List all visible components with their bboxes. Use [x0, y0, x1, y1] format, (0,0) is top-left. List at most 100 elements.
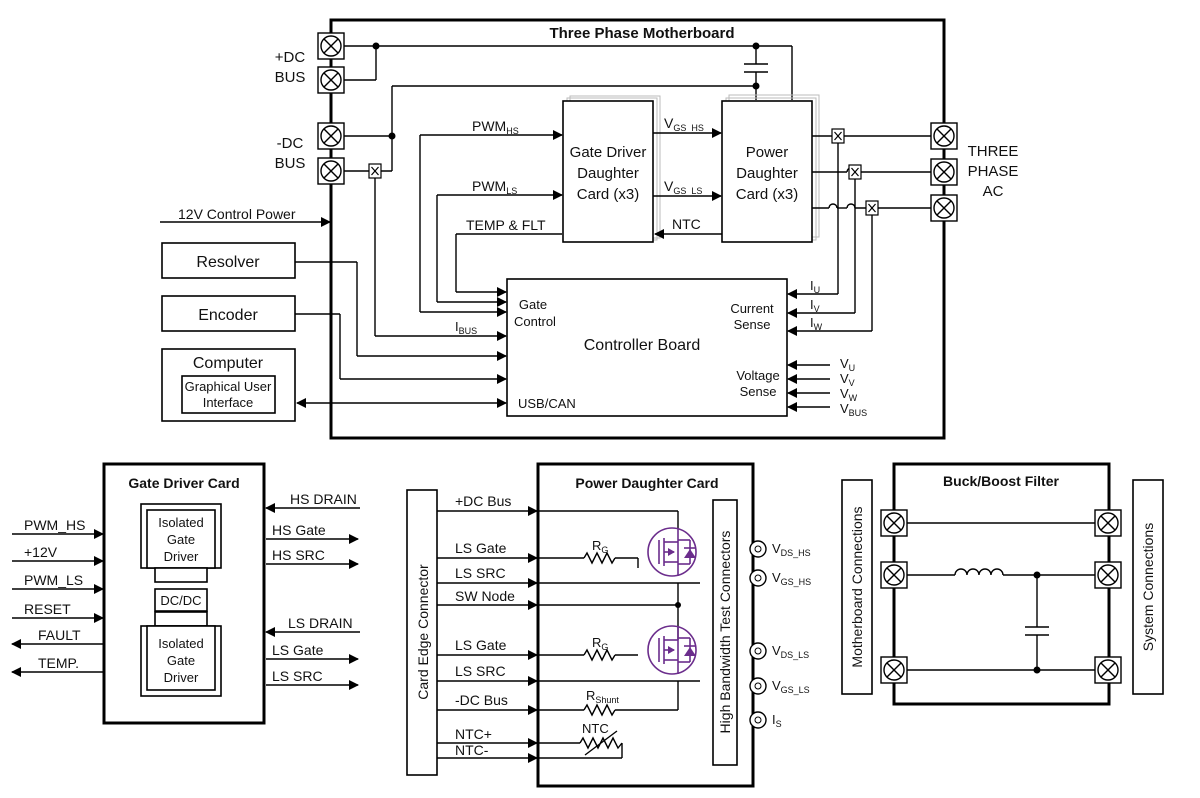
dc-neg-connector-2-icon	[317, 157, 345, 185]
card-edge-label: Card Edge Connector	[415, 564, 431, 700]
iso-driver-ls-label-3: Driver	[164, 670, 199, 685]
vbus-label: VBUS	[840, 401, 867, 418]
system-connections-label: System Connections	[1140, 523, 1156, 651]
voltage-sense-wiring	[787, 360, 830, 412]
system-connections-box	[1132, 479, 1164, 695]
resolver-label: Resolver	[196, 254, 260, 271]
gd-input-pwm-hs: PWM_HS	[24, 517, 85, 533]
hb-test-label: High Bandwidth Test Connectors	[717, 531, 733, 734]
gd-hs-drain: HS DRAIN	[290, 491, 357, 507]
ac-label-2: PHASE	[968, 163, 1019, 180]
gate-driver-daughter-card: Gate Driver Daughter Card (x3)	[562, 95, 661, 243]
controller-title: Controller Board	[584, 337, 701, 354]
gd-output-temp: TEMP.	[38, 655, 79, 671]
motherboard-connections-label: Motherboard Connections	[849, 506, 865, 667]
pwm-ls-label: PWMLS	[472, 178, 517, 196]
filter-border	[892, 462, 1111, 706]
iw-current-sensor-icon	[865, 200, 879, 216]
power-card-label-1: Power	[746, 144, 789, 161]
temp-flt-label: TEMP & FLT	[466, 217, 546, 233]
iso-driver-hs-label-2: Gate	[167, 532, 195, 547]
power-card-label-3: Card (x3)	[736, 186, 799, 203]
gate-driver-card-label-1: Gate Driver	[570, 144, 647, 161]
filter-left-connector-2-icon	[880, 561, 908, 589]
ac-label-1: THREE	[968, 143, 1019, 160]
test-is: IS	[772, 712, 782, 729]
control-power-label: 12V Control Power	[178, 206, 296, 222]
filter-right-connector-2-icon	[1094, 561, 1122, 589]
gd-ls-drain: LS DRAIN	[288, 615, 353, 631]
inductor-icon	[954, 568, 1004, 576]
test-connector-circles	[749, 540, 767, 729]
filter-right-connector-3-icon	[1094, 656, 1122, 684]
computer-block: Computer Graphical User Interface	[161, 348, 507, 422]
iso-driver-hs-label-3: Driver	[164, 549, 199, 564]
ac-connector-v-icon	[930, 158, 958, 186]
power-card-title: Power Daughter Card	[575, 475, 718, 491]
encoder-block: Encoder	[161, 295, 507, 384]
vu-label: VU	[840, 356, 855, 373]
current-sense-label-2: Sense	[734, 317, 771, 332]
gate-control-label-2: Control	[514, 314, 556, 329]
power-card-label-2: Daughter	[736, 165, 798, 182]
ac-connector-u-icon	[930, 122, 958, 150]
iso-driver-ls-label-2: Gate	[167, 653, 195, 668]
resolver-block: Resolver	[161, 242, 507, 361]
ntc-label: NTC	[672, 216, 701, 232]
gate-signal-wiring	[419, 128, 722, 317]
rshunt-label: RShunt	[586, 688, 619, 705]
buck-boost-filter: Buck/Boost Filter Motherboard Connection…	[841, 462, 1164, 706]
pc-signal-ls-src-1: LS SRC	[455, 565, 506, 581]
filter-right-connector-1-icon	[1094, 509, 1122, 537]
gd-input-12v: +12V	[24, 544, 58, 560]
hb-test-connectors	[712, 499, 738, 766]
iu-label: IU	[810, 278, 820, 295]
rg-ls-label: RG	[592, 635, 608, 652]
vw-label: VW	[840, 386, 858, 403]
three-phase-motherboard: Three Phase Motherboard +DC BUS -DC BUS	[160, 18, 1019, 440]
gd-ls-gate: LS Gate	[272, 642, 324, 658]
dc-bus-wiring	[344, 42, 793, 341]
rg-ls-resistor-icon	[583, 648, 616, 662]
voltage-sense-label-1: Voltage	[736, 368, 779, 383]
power-daughter-card: Power Daughter Card (x3)	[721, 94, 820, 243]
ls-mosfet-icon	[647, 625, 697, 675]
dc-pos-connector-1-icon	[317, 32, 345, 60]
rg-hs-label: RG	[592, 538, 608, 555]
ibus-label: IBUS	[455, 319, 477, 336]
rg-hs-resistor-icon	[583, 551, 616, 565]
gate-driver-card-label-3: Card (x3)	[577, 186, 640, 203]
gate-driver-card-title: Gate Driver Card	[128, 475, 239, 491]
gui-label-1: Graphical User	[185, 379, 272, 394]
filter-left-connector-1-icon	[880, 509, 908, 537]
vgs-hs-label: VGS_HS	[664, 115, 704, 133]
gate-driver-card-label-2: Daughter	[577, 165, 639, 182]
test-vds-ls: VDS_LS	[772, 643, 809, 660]
controller-board: Controller Board Gate Control Current Se…	[506, 278, 788, 417]
card-edge-connector	[406, 489, 438, 776]
motherboard-connections-box	[841, 479, 873, 695]
dc-pos-label-1: +DC	[275, 49, 306, 66]
power-daughter-card-detail: Power Daughter Card Card Edge Connector …	[406, 462, 811, 788]
rshunt-resistor-icon	[583, 703, 616, 717]
hs-mosfet-icon	[647, 527, 697, 577]
pc-signal-dc-neg: -DC Bus	[455, 692, 508, 708]
voltage-sense-label-2: Sense	[740, 384, 777, 399]
gd-hs-gate: HS Gate	[272, 522, 326, 538]
gd-ls-src: LS SRC	[272, 668, 323, 684]
gd-input-reset: RESET	[24, 601, 71, 617]
pc-signal-sw-node: SW Node	[455, 588, 515, 604]
iu-current-sensor-icon	[831, 128, 845, 144]
usb-can-label: USB/CAN	[518, 396, 576, 411]
pc-signal-ls-gate-1: LS Gate	[455, 540, 507, 556]
pwm-hs-label: PWMHS	[472, 118, 519, 136]
iso-driver-ls-label-1: Isolated	[158, 636, 204, 651]
current-sense-label-1: Current	[730, 301, 774, 316]
ibus-current-sensor-icon	[368, 163, 382, 179]
pc-signal-dc-pos: +DC Bus	[455, 493, 511, 509]
filter-title: Buck/Boost Filter	[943, 473, 1059, 489]
three-phase-ac-wiring	[787, 122, 958, 336]
computer-label: Computer	[193, 355, 264, 372]
filter-left-connector-3-icon	[880, 656, 908, 684]
